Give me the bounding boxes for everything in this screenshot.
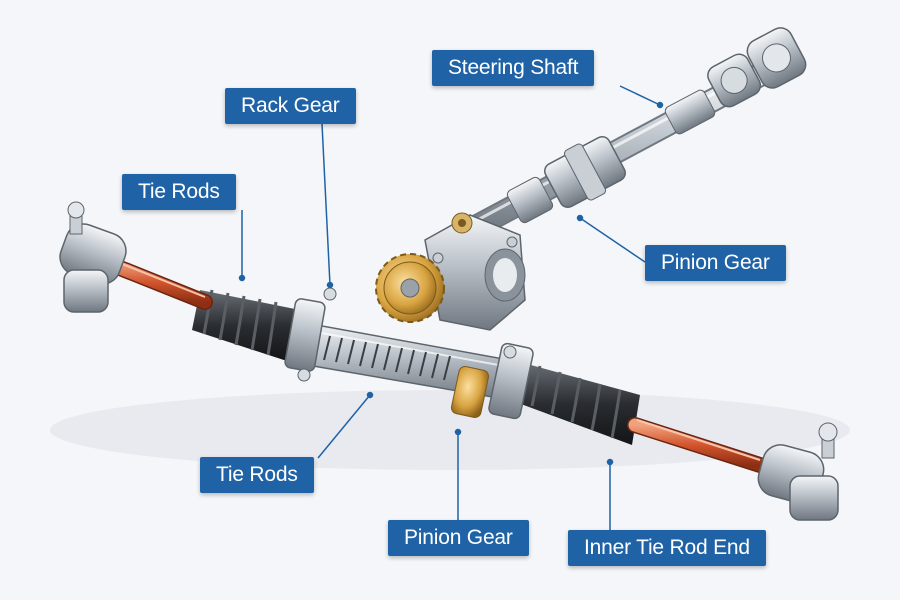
left-tie-rod-part (97, 254, 213, 310)
right-tie-rod-end-part (757, 422, 839, 521)
label-pinion-gear-right: Pinion Gear (645, 245, 786, 281)
right-tie-rod-part (627, 417, 768, 473)
leader-rack-gear (321, 123, 331, 286)
ground-shadow (50, 390, 850, 470)
pinion-housing-part (424, 212, 526, 331)
label-tie-rods-lower: Tie Rods (200, 457, 314, 493)
label-inner-tie-rod-end: Inner Tie Rod End (568, 530, 766, 566)
label-pinion-gear-bottom: Pinion Gear (388, 520, 529, 556)
rack-teeth-part (323, 335, 451, 381)
steering-shaft-part (458, 27, 807, 242)
pinion-gear-part (375, 253, 490, 418)
label-tie-rods-upper: Tie Rods (122, 174, 236, 210)
leader-steering-shaft (619, 85, 661, 106)
leader-pinion-gear-right (579, 217, 646, 263)
leader-lines (238, 85, 664, 530)
left-boot-part (192, 289, 300, 362)
leader-tie-rods-lower (317, 394, 371, 459)
right-boot-part (510, 362, 640, 445)
rack-end-collars (284, 287, 534, 420)
label-rack-gear: Rack Gear (225, 88, 356, 124)
left-tie-rod-end-part (59, 201, 127, 313)
label-steering-shaft: Steering Shaft (432, 50, 595, 86)
